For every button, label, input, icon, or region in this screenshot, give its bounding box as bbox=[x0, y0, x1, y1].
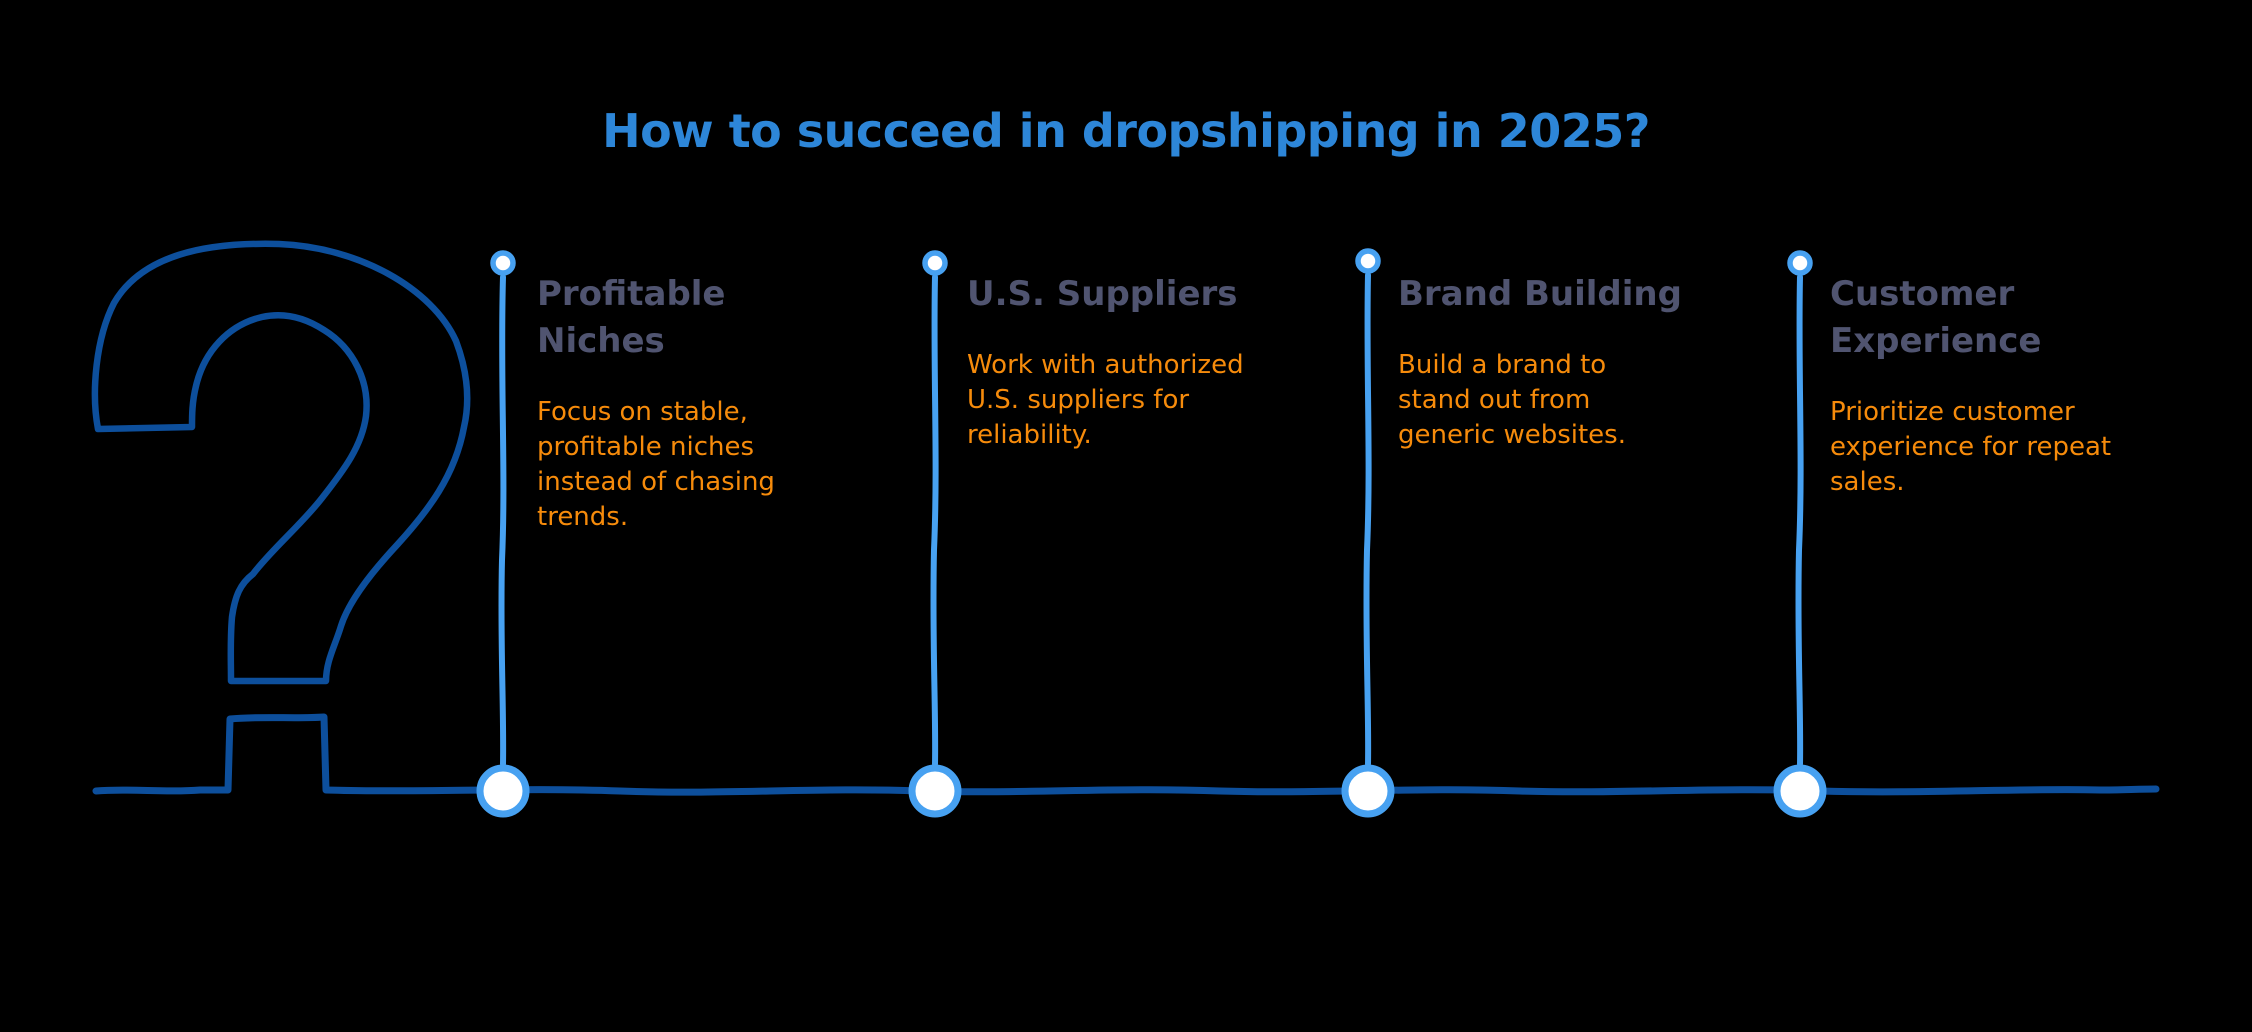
milestone-connector-2 bbox=[908, 250, 962, 818]
milestone-line-1 bbox=[498, 274, 507, 767]
milestone-line-2 bbox=[930, 274, 939, 767]
milestone-description: Prioritize customer experience for repea… bbox=[1830, 397, 2112, 497]
milestone-line-3 bbox=[1363, 272, 1372, 767]
milestone-description: Build a brand to stand out from generic … bbox=[1398, 350, 1626, 450]
timeline-line bbox=[92, 713, 2160, 796]
milestone-us-suppliers: U.S. Suppliers Work with authorized U.S.… bbox=[967, 271, 1367, 453]
milestone-profitable-niches: Profitable Niches Focus on stable, profi… bbox=[537, 271, 937, 535]
page-title: How to succeed in dropshipping in 2025? bbox=[602, 104, 1650, 158]
milestone-heading: Brand Building bbox=[1398, 274, 1682, 314]
milestone-node-bottom-1 bbox=[476, 764, 530, 818]
milestone-heading: U.S. Suppliers bbox=[967, 274, 1238, 314]
milestone-heading: Customer Experience bbox=[1830, 274, 2042, 361]
milestone-node-bottom-2 bbox=[908, 764, 962, 818]
milestone-brand-building: Brand Building Build a brand to stand ou… bbox=[1398, 271, 1798, 453]
milestone-node-bottom-4 bbox=[1773, 764, 1827, 818]
milestone-node-top-2 bbox=[922, 250, 948, 276]
milestone-node-top-3 bbox=[1355, 248, 1381, 274]
milestone-node-bottom-3 bbox=[1341, 764, 1395, 818]
milestone-customer-experience: Customer Experience Prioritize customer … bbox=[1830, 271, 2230, 500]
milestone-description: Work with authorized U.S. suppliers for … bbox=[967, 350, 1244, 450]
milestone-heading: Profitable Niches bbox=[537, 274, 726, 361]
milestone-node-top-4 bbox=[1787, 250, 1813, 276]
question-mark-icon bbox=[91, 240, 471, 685]
milestone-node-top-1 bbox=[490, 250, 516, 276]
milestone-description: Focus on stable, profitable niches inste… bbox=[537, 397, 775, 532]
milestone-line-4 bbox=[1795, 274, 1804, 767]
milestone-connector-1 bbox=[476, 250, 530, 818]
milestone-connector-3 bbox=[1341, 248, 1395, 818]
milestone-connector-4 bbox=[1773, 250, 1827, 818]
